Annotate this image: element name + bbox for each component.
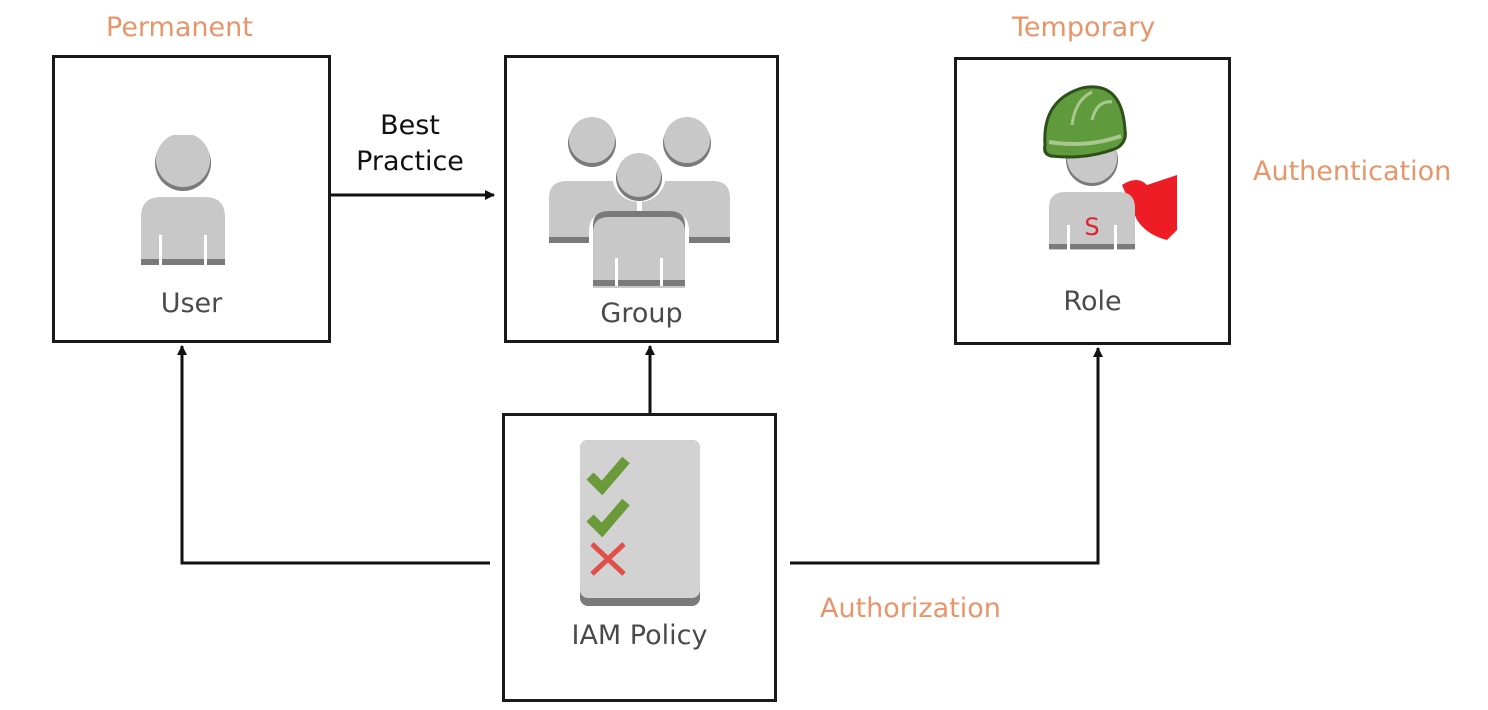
role-label: Role	[1063, 286, 1122, 317]
best-practice-label: Best Practice	[345, 108, 475, 180]
role-badge: S	[1084, 213, 1099, 241]
policy-checklist-icon	[580, 440, 700, 606]
cross-icon	[590, 542, 626, 576]
edge-policy-to-role	[790, 347, 1103, 565]
role-superhero-icon: S	[1043, 85, 1177, 250]
temporary-label: Temporary	[1012, 12, 1156, 43]
check-icon	[586, 498, 630, 538]
iam-policy-label: IAM Policy	[571, 620, 708, 651]
authorization-label: Authorization	[820, 593, 1001, 624]
group-label: Group	[600, 298, 683, 329]
iam-policy-node[interactable]: IAM Policy	[502, 413, 777, 702]
group-node[interactable]: Group	[504, 55, 779, 343]
role-node[interactable]: S Role	[954, 57, 1231, 345]
user-node[interactable]: User	[52, 55, 331, 343]
group-icon	[549, 117, 730, 288]
permanent-label: Permanent	[106, 12, 253, 43]
check-icon	[586, 456, 630, 496]
authentication-label: Authentication	[1253, 156, 1452, 187]
user-label: User	[160, 288, 223, 319]
best-practice-line1: Best	[380, 110, 440, 141]
user-icon	[141, 135, 225, 265]
best-practice-line2: Practice	[356, 146, 464, 177]
edge-policy-to-user	[177, 345, 490, 565]
